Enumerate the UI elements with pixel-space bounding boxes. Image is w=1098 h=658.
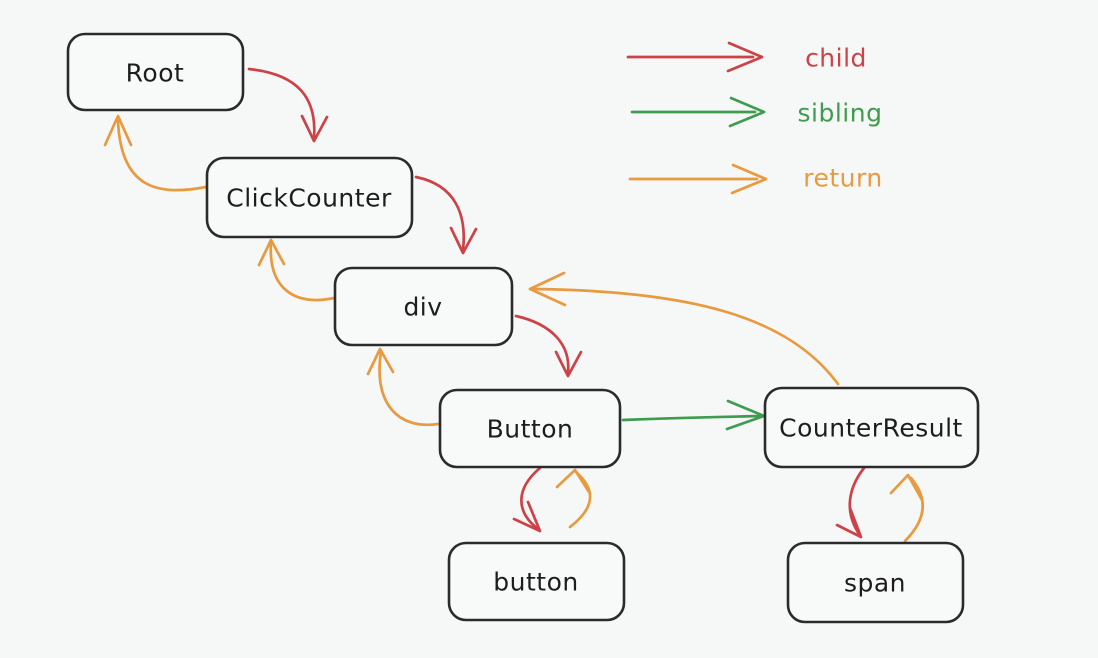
node-clickcounter: ClickCounter xyxy=(205,156,414,239)
edge-counterresult-to-div-shaft xyxy=(532,287,840,386)
edge-span-to-counterresult-return xyxy=(889,473,925,543)
node-button-component-box xyxy=(438,388,622,469)
edge-counterresult-to-span-child xyxy=(835,466,866,539)
node-button-component-label: Button xyxy=(487,415,574,444)
node-root-label: Root xyxy=(126,59,185,88)
edge-button-to-button-element-arrowhead xyxy=(512,500,542,533)
edge-span-to-counterresult-shaft xyxy=(903,476,925,543)
edge-clickcounter-to-root-arrowhead xyxy=(103,114,133,147)
node-div-box xyxy=(333,266,514,347)
edge-counterresult-to-div-arrowhead xyxy=(528,271,567,307)
legend-sibling-arrowhead xyxy=(728,96,766,128)
node-root-box xyxy=(66,32,245,112)
node-button-element-label: button xyxy=(493,568,578,597)
legend-child-label: child xyxy=(805,44,867,73)
edge-div-to-button-arrowhead xyxy=(554,350,583,378)
edge-span-to-counterresult-arrowhead xyxy=(889,473,924,502)
legend-sibling-label: sibling xyxy=(798,99,883,128)
edge-button-to-div-return xyxy=(366,347,440,427)
legend-child-arrowhead xyxy=(726,41,764,73)
node-counterresult: CounterResult xyxy=(763,386,980,469)
legend-return-label: return xyxy=(803,164,882,193)
node-button-element-box xyxy=(447,541,626,622)
edge-button-to-button-element-shaft xyxy=(520,466,542,531)
edge-button-element-to-button-shaft xyxy=(568,471,592,529)
legend-sibling-arrow xyxy=(630,96,766,128)
edge-clickcounter-to-div-child xyxy=(414,175,478,255)
edge-root-to-clickcounter-arrowhead xyxy=(300,114,329,143)
edge-root-to-clickcounter-shaft xyxy=(247,67,316,140)
edge-clickcounter-to-root-return xyxy=(103,114,208,192)
node-clickcounter-label: ClickCounter xyxy=(226,184,392,213)
edge-button-to-div-shaft xyxy=(378,350,440,427)
edge-button-element-to-button-return xyxy=(555,468,592,529)
edge-div-to-clickcounter-return xyxy=(257,238,336,302)
node-span-element-box xyxy=(786,541,965,624)
edge-div-to-button-child xyxy=(514,314,583,378)
edge-button-to-div-arrowhead xyxy=(366,347,395,376)
edge-clickcounter-to-div-arrowhead xyxy=(449,226,478,255)
node-div: div xyxy=(333,266,514,347)
edge-div-to-button-shaft xyxy=(514,314,570,375)
edge-button-element-to-button-arrowhead xyxy=(555,468,591,494)
node-counterresult-box xyxy=(763,386,980,469)
legend-child-arrow xyxy=(626,41,764,73)
node-button-component: Button xyxy=(438,388,622,469)
edge-div-to-clickcounter-arrowhead xyxy=(257,238,286,267)
edge-counterresult-to-span-arrowhead xyxy=(835,506,863,539)
edge-clickcounter-to-div-shaft xyxy=(414,175,466,252)
edge-clickcounter-to-root-shaft xyxy=(116,119,208,192)
node-root: Root xyxy=(66,32,245,112)
edge-button-to-counterresult-shaft xyxy=(621,414,762,422)
edge-counterresult-to-span-shaft xyxy=(848,466,866,536)
edge-div-to-clickcounter-shaft xyxy=(269,241,336,302)
node-span-element-label: span xyxy=(844,569,906,598)
node-counterresult-label: CounterResult xyxy=(779,414,963,443)
node-span-element: span xyxy=(786,541,965,624)
node-clickcounter-box xyxy=(205,156,414,239)
legend-return-arrowhead xyxy=(730,163,768,195)
legend-return-arrow xyxy=(628,163,768,195)
edge-root-to-clickcounter-child xyxy=(247,67,329,143)
node-button-element: button xyxy=(447,541,626,622)
edge-counterresult-to-div-return xyxy=(528,271,840,386)
node-div-label: div xyxy=(403,293,442,322)
legend: child sibling return xyxy=(626,41,883,195)
edge-button-to-button-element-child xyxy=(512,466,542,533)
